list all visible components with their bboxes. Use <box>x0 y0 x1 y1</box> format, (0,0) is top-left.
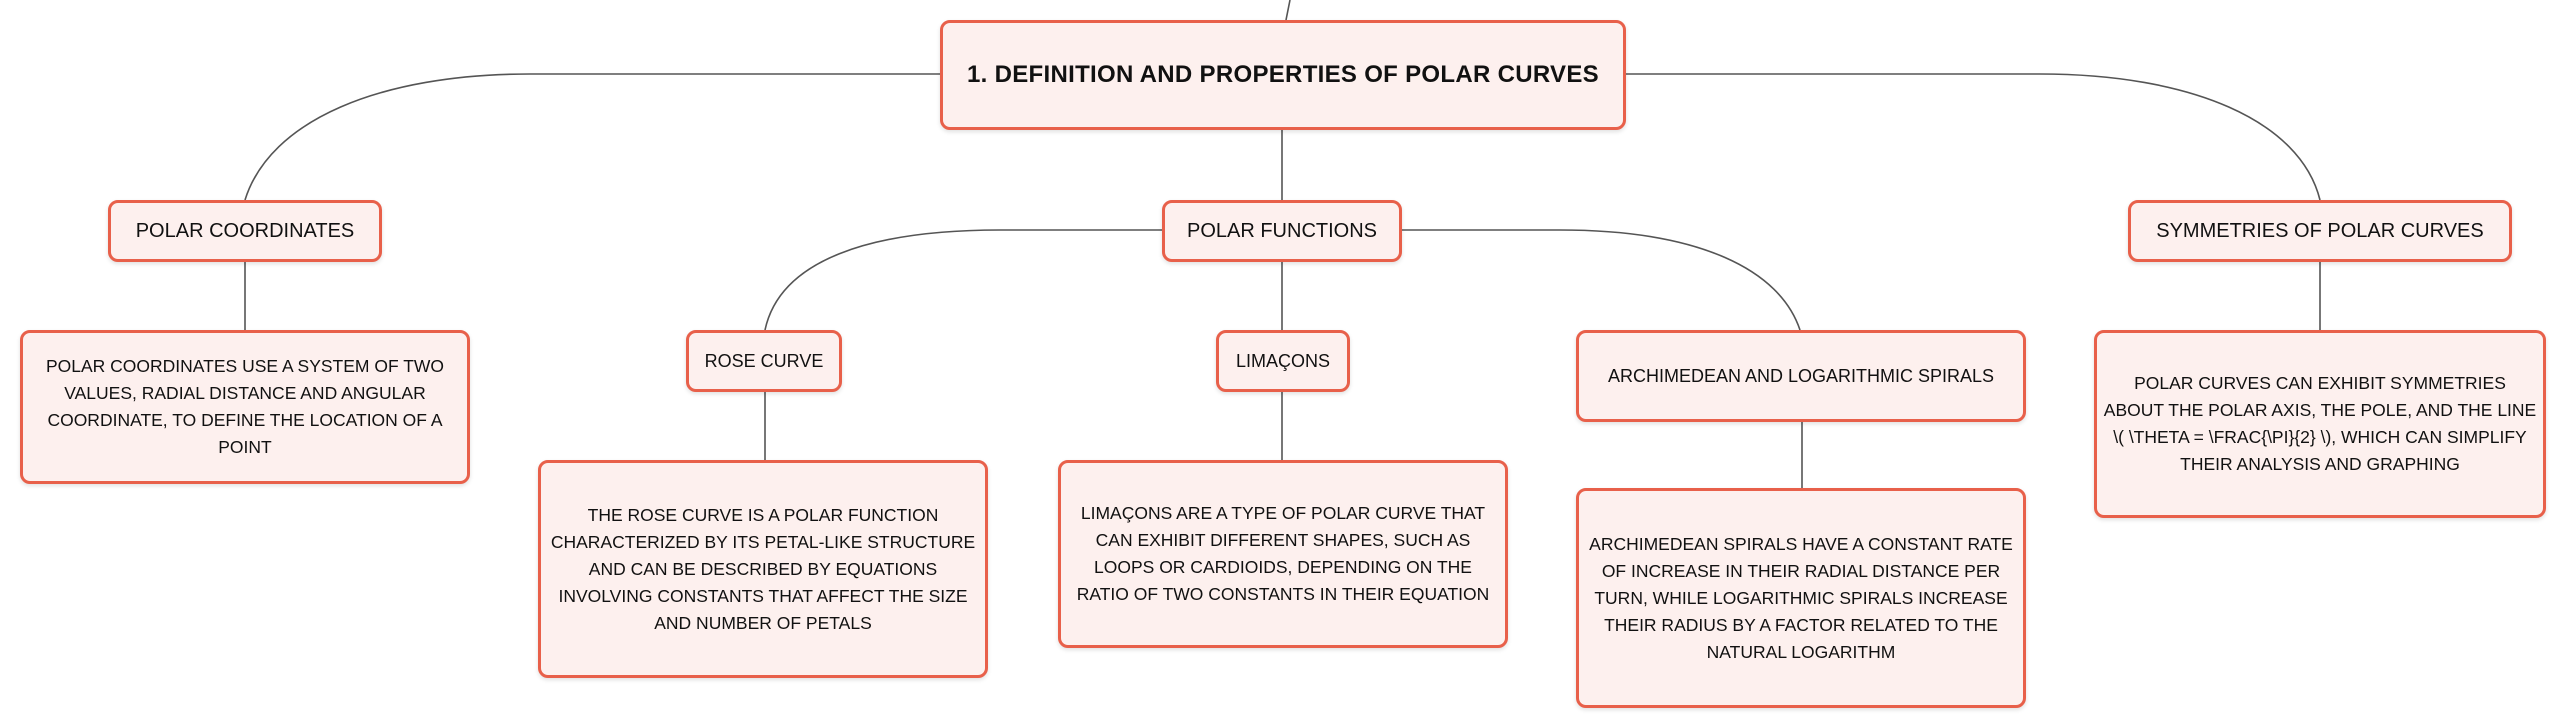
spirals-description-text: ARCHIMEDEAN SPIRALS HAVE A CONSTANT RATE… <box>1589 533 2013 662</box>
symmetries-description-text: POLAR CURVES CAN EXHIBIT SYMMETRIES ABOU… <box>2103 373 2537 474</box>
rose-curve-description-text: THE ROSE CURVE IS A POLAR FUNCTION CHARA… <box>550 504 976 633</box>
connector-polar-functions-to-rose <box>764 229 1162 331</box>
rose-curve-node[interactable]: ROSE CURVE <box>686 330 842 392</box>
limacons-label: LIMAÇONS <box>1235 350 1331 371</box>
spirals-label: ARCHIMEDEAN AND LOGARITHMIC SPIRALS <box>1607 365 1995 386</box>
limacons-description-text: LIMAÇONS ARE A TYPE OF POLAR CURVE THAT … <box>1076 503 1490 604</box>
root-topic-node[interactable]: 1. DEFINITION AND PROPERTIES OF POLAR CU… <box>940 20 1626 130</box>
symmetries-label: SYMMETRIES OF POLAR CURVES <box>2156 219 2484 242</box>
rose-curve-description[interactable]: THE ROSE CURVE IS A POLAR FUNCTION CHARA… <box>538 460 988 678</box>
polar-functions-node[interactable]: POLAR FUNCTIONS <box>1162 200 1402 262</box>
limacons-node[interactable]: LIMAÇONS <box>1216 330 1350 392</box>
connector-polar-functions-to-spirals <box>1402 229 1801 331</box>
connector-root-to-polar-coordinates <box>244 73 940 201</box>
polar-functions-label: POLAR FUNCTIONS <box>1186 219 1378 242</box>
symmetries-description[interactable]: POLAR CURVES CAN EXHIBIT SYMMETRIES ABOU… <box>2094 330 2546 518</box>
spirals-description[interactable]: ARCHIMEDEAN SPIRALS HAVE A CONSTANT RATE… <box>1576 488 2026 708</box>
polar-coordinates-description[interactable]: POLAR COORDINATES USE A SYSTEM OF TWO VA… <box>20 330 470 484</box>
connector-parent-to-root <box>1285 0 1291 21</box>
polar-coordinates-label: POLAR COORDINATES <box>135 219 355 242</box>
connector-root-to-symmetries <box>1626 73 2321 201</box>
polar-coordinates-description-text: POLAR COORDINATES USE A SYSTEM OF TWO VA… <box>45 356 445 457</box>
symmetries-node[interactable]: SYMMETRIES OF POLAR CURVES <box>2128 200 2512 262</box>
spirals-node[interactable]: ARCHIMEDEAN AND LOGARITHMIC SPIRALS <box>1576 330 2026 422</box>
rose-curve-label: ROSE CURVE <box>704 350 824 371</box>
polar-coordinates-node[interactable]: POLAR COORDINATES <box>108 200 382 262</box>
limacons-description[interactable]: LIMAÇONS ARE A TYPE OF POLAR CURVE THAT … <box>1058 460 1508 648</box>
root-topic-label: 1. DEFINITION AND PROPERTIES OF POLAR CU… <box>967 61 1599 88</box>
